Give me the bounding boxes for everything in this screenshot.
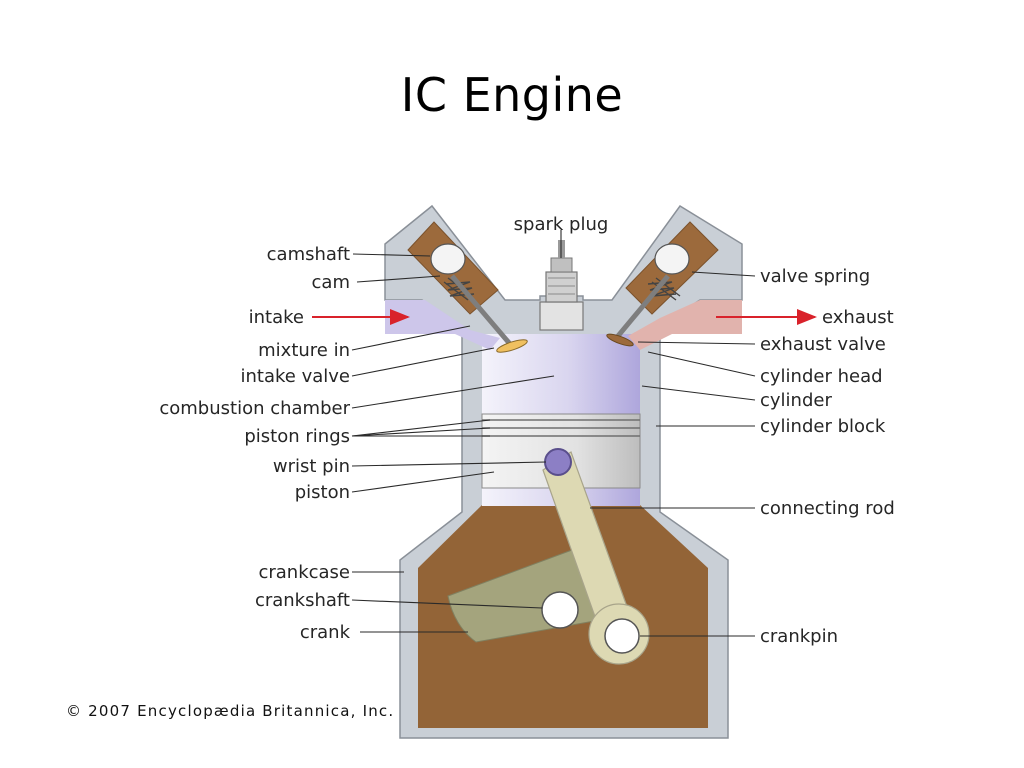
spark-plug	[539, 240, 584, 331]
label-valve-spring: valve spring	[760, 266, 870, 287]
label-mixture-in: mixture in	[258, 340, 350, 361]
exhaust-valve-head	[606, 333, 634, 347]
label-camshaft: camshaft	[267, 244, 350, 265]
label-crank: crank	[300, 622, 351, 643]
intake-valve-stem	[450, 274, 512, 346]
exhaust-port	[628, 300, 742, 350]
crankpin	[604, 618, 640, 654]
label-cam: cam	[312, 272, 350, 293]
label-piston-rings: piston rings	[244, 426, 350, 447]
label-exhaust: exhaust	[822, 307, 894, 328]
wrist-pin	[544, 448, 572, 476]
label-intake: intake	[249, 307, 304, 328]
intake-port	[385, 300, 500, 350]
intake-valve-head	[496, 339, 528, 353]
label-exhaust-valve: exhaust valve	[760, 334, 886, 355]
label-cylinder-head: cylinder head	[760, 366, 883, 387]
exhaust-valve-spring	[647, 277, 681, 301]
label-cylinder-block: cylinder block	[760, 416, 886, 437]
exhaust-cam	[654, 243, 690, 275]
label-combustion-chamber: combustion chamber	[159, 398, 350, 419]
label-crankcase: crankcase	[258, 562, 350, 583]
leader-lines	[351, 230, 756, 637]
label-crankpin: crankpin	[760, 626, 838, 647]
copyright-notice: © 2007 Encyclopædia Britannica, Inc.	[66, 702, 395, 720]
label-intake-valve: intake valve	[241, 366, 351, 387]
label-crankshaft: crankshaft	[255, 590, 350, 611]
slide-title: IC Engine	[400, 68, 624, 122]
crankshaft-journal	[541, 591, 579, 629]
label-piston: piston	[295, 482, 350, 503]
label-cylinder: cylinder	[760, 390, 832, 411]
label-spark-plug: spark plug	[514, 214, 609, 235]
intake-cam	[430, 243, 466, 275]
label-connecting-rod: connecting rod	[760, 498, 895, 519]
exhaust-valve-stem	[616, 274, 670, 338]
label-wrist-pin: wrist pin	[273, 456, 350, 477]
piston-rings	[482, 419, 640, 437]
